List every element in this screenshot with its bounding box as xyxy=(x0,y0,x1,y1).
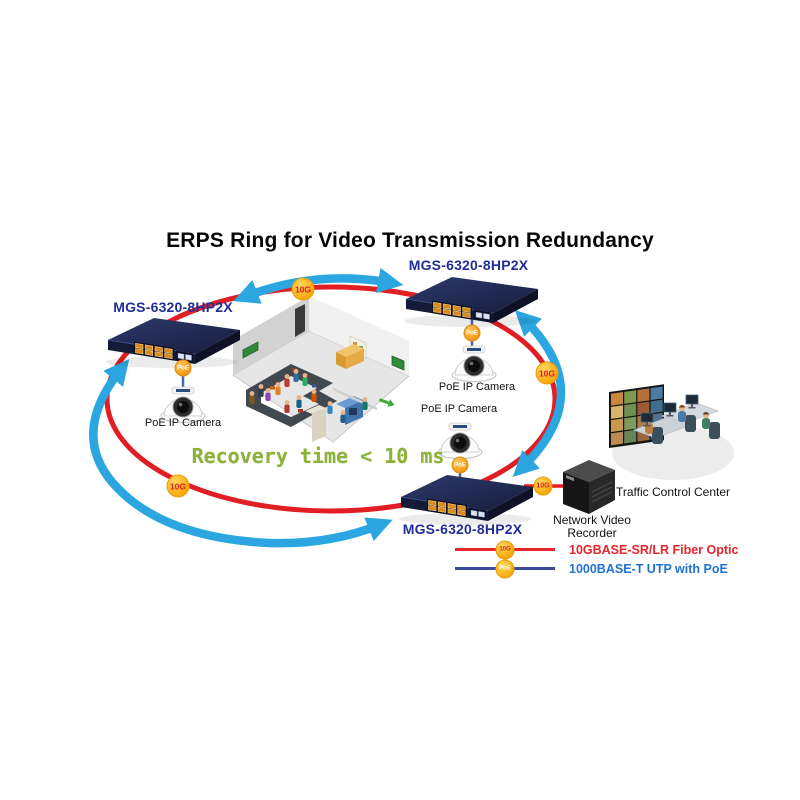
switch-label-left: MGS-6320-8HP2X xyxy=(113,299,233,315)
station-wall-left xyxy=(233,296,309,375)
switch-label-top: MGS-6320-8HP2X xyxy=(408,257,529,273)
poe-badge-left: PoE xyxy=(174,359,192,377)
ten-g-badge-right: 10G xyxy=(535,361,559,385)
ten-g-badge-nvr-link: 10G xyxy=(533,476,553,496)
station-door xyxy=(295,304,305,337)
recovery-time-note: Recovery time < 10 ms xyxy=(191,444,445,468)
ten-g-badge-bottom-left: 10G xyxy=(166,474,190,498)
erps-arrow-left-bottom xyxy=(89,359,393,548)
erps-arrow-top xyxy=(233,267,404,304)
legend-row-utp: PoE 1000BASE-T UTP with PoE xyxy=(455,559,738,578)
poe-badge-legend: PoE xyxy=(495,559,515,578)
ten-g-badge-top: 10G xyxy=(291,277,315,301)
erps-arrow-right xyxy=(512,309,566,477)
erps-arrows xyxy=(89,267,566,548)
nvr-label: Network Video Recorder xyxy=(553,513,631,540)
legend-fiber-line: 10G xyxy=(455,540,555,559)
poe-badge-top: PoE xyxy=(463,324,481,342)
switch-top xyxy=(403,276,539,328)
station-illustration xyxy=(232,296,410,443)
wall-sign-left xyxy=(242,341,259,359)
control-center-label: Traffic Control Center xyxy=(615,485,731,499)
camera-label-top-right: PoE IP Camera xyxy=(438,381,516,393)
diagram-title: ERPS Ring for Video Transmission Redunda… xyxy=(166,229,654,252)
camera-label-middle: PoE IP Camera xyxy=(420,403,498,415)
switch-bottom xyxy=(398,474,534,526)
camera-top-right xyxy=(451,345,497,383)
legend-utp-label: 1000BASE-T UTP with PoE xyxy=(569,561,728,576)
camera-label-left: PoE IP Camera xyxy=(144,417,222,429)
station-wall-right xyxy=(309,296,409,376)
switch-left xyxy=(105,317,241,369)
poe-badge-middle: PoE xyxy=(451,456,469,474)
control-center-illustration xyxy=(609,384,734,480)
legend-fiber-label: 10GBASE-SR/LR Fiber Optic xyxy=(569,542,739,557)
legend-row-fiber: 10G 10GBASE-SR/LR Fiber Optic xyxy=(455,540,738,559)
legend: 10G 10GBASE-SR/LR Fiber Optic PoE 1000BA… xyxy=(455,540,738,578)
nvr-device xyxy=(563,460,615,514)
ten-g-badge-legend: 10G xyxy=(495,540,515,559)
switch-label-bottom: MGS-6320-8HP2X xyxy=(402,521,523,537)
legend-utp-line: PoE xyxy=(455,559,555,578)
